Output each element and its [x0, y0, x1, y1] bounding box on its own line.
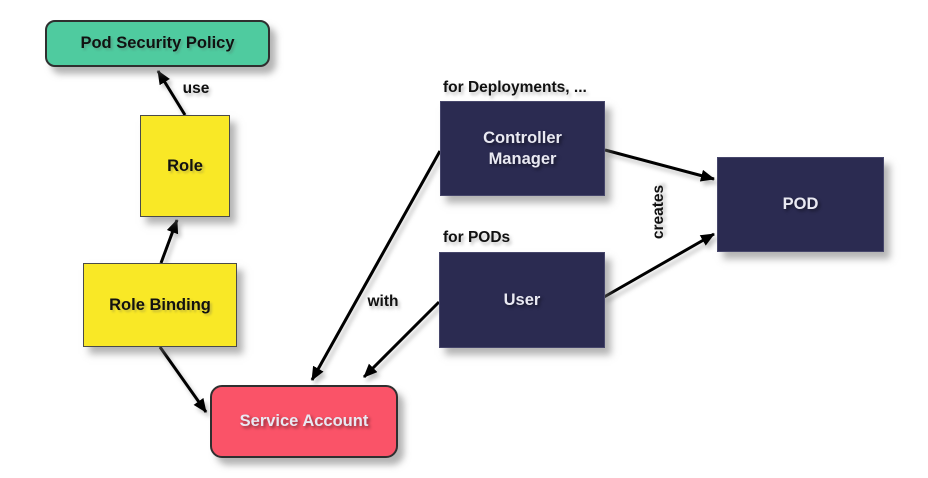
edge-role-binding-to-service-account	[158, 346, 208, 413]
node-label-pod: POD	[782, 195, 819, 214]
edge-user-to-pod	[603, 232, 715, 299]
node-pod-security-policy: Pod Security Policy	[45, 20, 270, 67]
edge-controller-manager-to-pod	[604, 148, 715, 182]
node-label-role: Role	[167, 156, 203, 175]
edge-label-creates: creates	[650, 184, 667, 240]
node-label-role-binding: Role Binding	[109, 295, 211, 314]
node-pod: POD	[717, 157, 884, 252]
node-role-binding: Role Binding	[83, 263, 237, 347]
edge-user-to-service-account	[362, 300, 441, 379]
node-label-controller-manager: Controller Manager	[483, 128, 562, 168]
edge-controller-manager-to-service-account	[310, 150, 442, 381]
edge-role-to-pod-security-policy	[156, 70, 187, 116]
edge-role-binding-to-role	[159, 219, 179, 264]
edge-label-for-pods: for PODs	[443, 229, 511, 246]
node-label-user: User	[503, 290, 541, 309]
node-label-service-account: Service Account	[239, 412, 369, 431]
node-service-account: Service Account	[210, 385, 398, 458]
edge-label-with: with	[367, 293, 399, 310]
node-user: User	[439, 252, 605, 348]
edge-label-use: use	[182, 80, 210, 97]
node-label-pod-security-policy: Pod Security Policy	[80, 34, 235, 53]
node-role: Role	[140, 115, 230, 217]
edge-label-for-deployments: for Deployments, ...	[443, 79, 587, 96]
node-controller-manager: Controller Manager	[440, 101, 605, 196]
